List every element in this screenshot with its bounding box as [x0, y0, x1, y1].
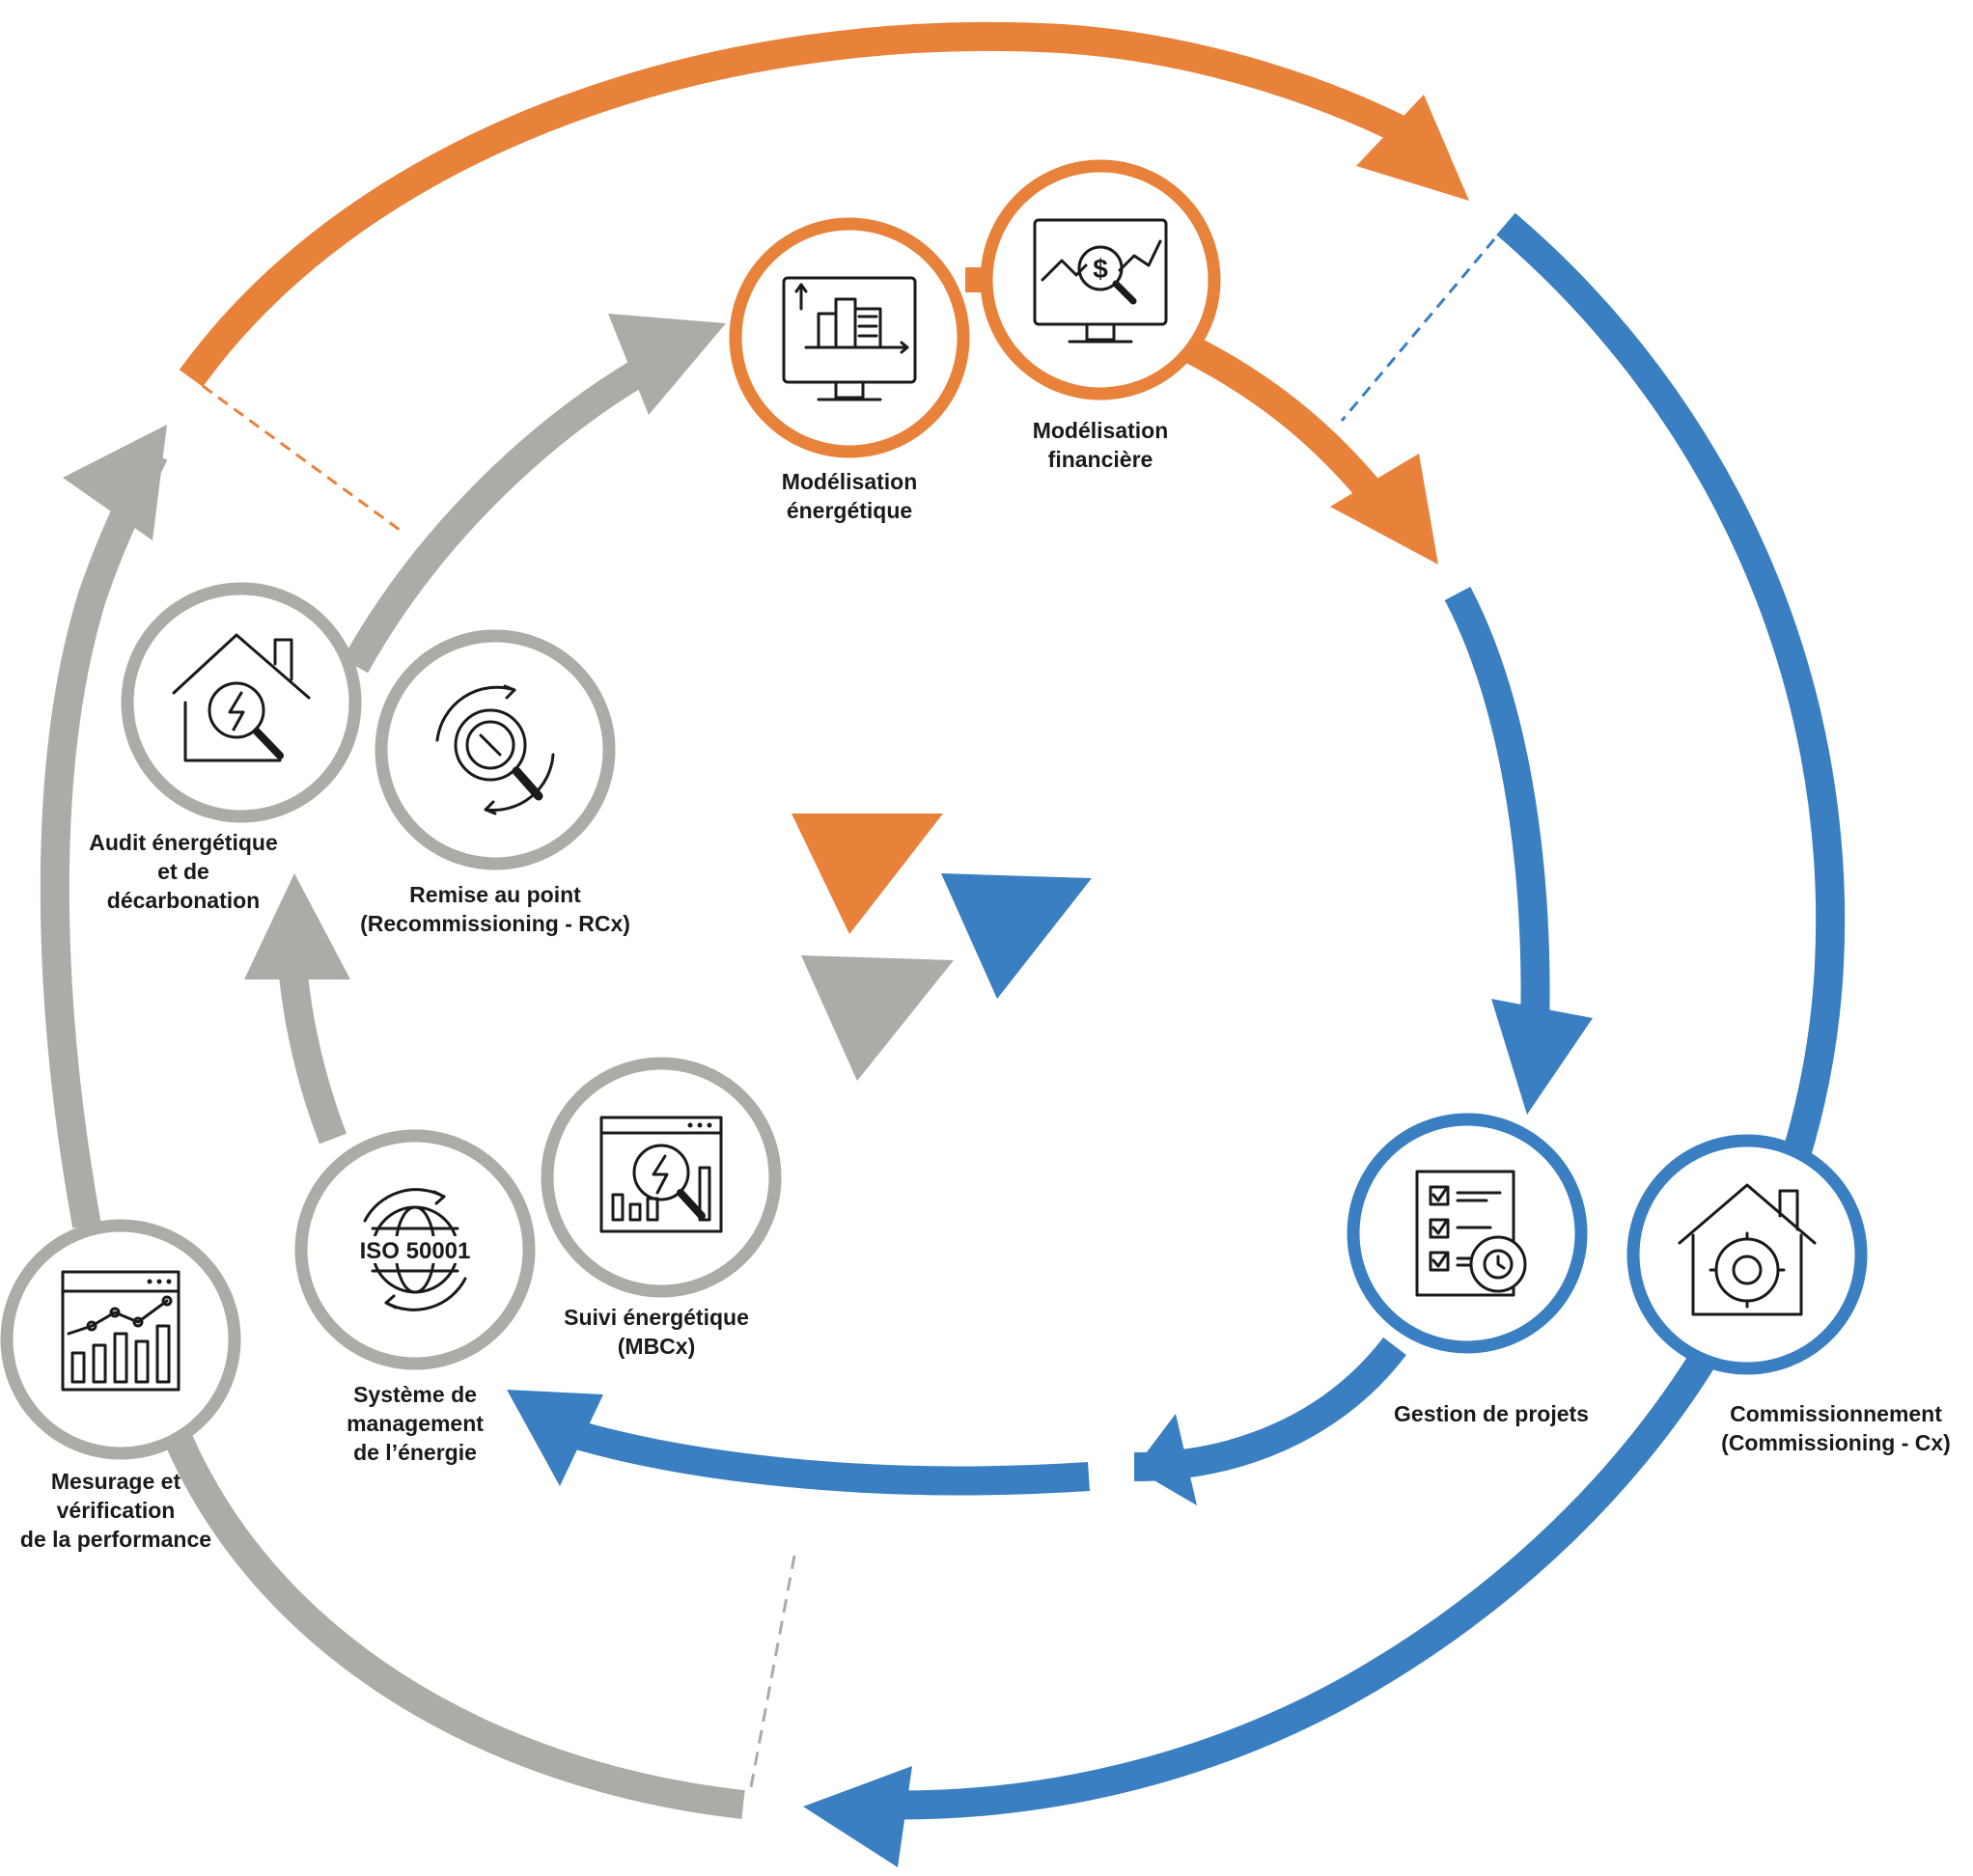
circle-commissionnement — [1626, 1134, 1868, 1375]
blue-inner-bottom-head-a — [1134, 1414, 1197, 1505]
center-logo-orange — [792, 814, 943, 934]
gray-dashed-connector — [749, 1555, 796, 1788]
circle-modelisation-energetique — [729, 217, 970, 458]
dashboard-energy-magnifier-icon — [599, 1116, 723, 1233]
label-mesurage: Mesurage et vérification de la performan… — [19, 1469, 212, 1552]
svg-text:$: $ — [1093, 254, 1108, 284]
circle-modelisation-financiere — [980, 159, 1221, 400]
monitor-building-chart-icon — [782, 276, 917, 401]
gray-inner-upper-arc — [342, 344, 674, 674]
label-commissionnement: Commissionnement (Commissioning - Cx) — [1721, 1401, 1951, 1455]
orange-outer-arrowhead — [1356, 95, 1469, 201]
label-suivi: Suivi énergétique (MBCx) — [564, 1305, 749, 1359]
orange-outer-arc — [179, 21, 1436, 387]
gear-wrench-magnifier-cycle-icon — [435, 684, 555, 815]
orange-inner-arc — [1181, 334, 1382, 502]
blue-lower-arc — [550, 1414, 1090, 1496]
blue-outer-arrowhead — [803, 1766, 912, 1867]
circle-mesurage — [0, 1219, 241, 1460]
center-logo-gray — [801, 955, 954, 1081]
blue-dashed-connector — [1340, 238, 1496, 422]
gray-inner-upper-arrowhead — [608, 314, 726, 415]
bar-chart-trend-icon — [61, 1270, 181, 1392]
gray-outer-arrowhead — [63, 425, 167, 540]
orange-inner-arrowhead — [1330, 454, 1438, 565]
label-modelisation-financiere: Modélisation financière — [1032, 418, 1169, 472]
blue-inner-right-arrowhead — [1491, 999, 1593, 1115]
center-logo-blue — [941, 873, 1092, 999]
blue-inner-right-arc — [1444, 587, 1550, 1034]
label-audit: Audit énergétique et de décarbonation — [89, 830, 278, 913]
orange-dashed-connector — [202, 384, 404, 535]
house-gear-icon — [1678, 1183, 1817, 1316]
label-modelisation-energetique: Modélisation énergétique — [781, 469, 918, 523]
blue-lower-arrowhead — [507, 1390, 603, 1486]
iso-label: ISO 50001 — [360, 1238, 471, 1264]
monitor-dollar-analysis-icon: $ — [1033, 218, 1168, 344]
label-systeme-management: Système de management de l’énergie — [347, 1382, 484, 1465]
circle-audit — [121, 582, 362, 823]
circle-suivi — [541, 1057, 782, 1298]
gray-inner-lower-arrowhead — [244, 873, 350, 979]
house-energy-magnifier-icon — [172, 633, 311, 762]
circle-gestion — [1347, 1113, 1588, 1354]
label-remise-au-point: Remise au point (Recommissioning - RCx) — [360, 882, 630, 936]
label-gestion-projets: Gestion de projets — [1394, 1401, 1589, 1426]
checklist-gear-icon — [1415, 1170, 1527, 1297]
iso-50001-globe-icon: ISO 50001 — [360, 1188, 471, 1311]
